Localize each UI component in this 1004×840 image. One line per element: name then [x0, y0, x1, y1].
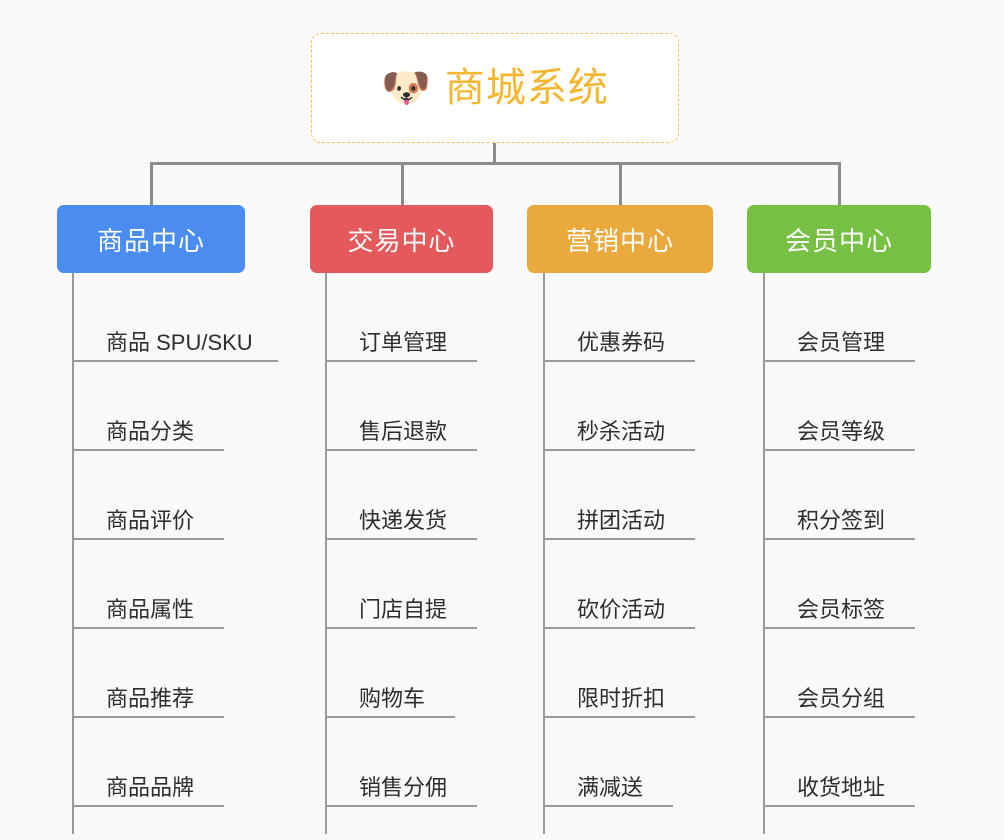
list-item[interactable]: 销售分佣 [325, 718, 477, 807]
list-item[interactable]: 会员分组 [763, 629, 915, 718]
list-item-label: 优惠券码 [577, 330, 666, 355]
list-item[interactable]: 收货地址 [763, 718, 915, 807]
shiba-dog-icon: 🐶 [381, 66, 431, 110]
list-item[interactable]: 秒杀活动 [543, 362, 695, 451]
list-item-label: 会员管理 [797, 330, 886, 355]
category-label: 会员中心 [784, 225, 893, 256]
category-label: 交易中心 [347, 225, 456, 256]
list-item-label: 销售分佣 [359, 775, 448, 800]
list-item-label: 满减送 [577, 775, 644, 800]
list-item-label: 限时折扣 [577, 686, 666, 711]
list-item-label: 售后退款 [359, 419, 448, 444]
category-box-marketing-center[interactable]: 营销中心 [527, 205, 713, 273]
category-box-member-center[interactable]: 会员中心 [747, 205, 931, 273]
connector-drop-1 [150, 162, 153, 205]
connector-drop-4 [838, 162, 841, 205]
list-item[interactable]: 订单管理 [325, 273, 477, 362]
column-spine [72, 273, 74, 834]
list-item-label: 商品分类 [106, 419, 195, 444]
list-item[interactable]: 商品推荐 [72, 629, 224, 718]
list-item-label: 商品属性 [106, 597, 195, 622]
list-item[interactable]: 快递发货 [325, 451, 477, 540]
list-item-label: 砍价活动 [577, 597, 666, 622]
column-spine [763, 273, 765, 834]
list-item[interactable]: 砍价活动 [543, 540, 695, 629]
list-item[interactable]: 会员管理 [763, 273, 915, 362]
connector-root-stem [493, 143, 496, 164]
root-node-title: 商城系统 [444, 66, 609, 110]
list-item-label: 会员标签 [797, 597, 886, 622]
list-item[interactable]: 商品属性 [72, 540, 224, 629]
category-label: 商品中心 [96, 225, 205, 256]
column-spine [543, 273, 545, 834]
list-item[interactable]: 售后退款 [325, 362, 477, 451]
list-item-label: 订单管理 [359, 330, 448, 355]
list-item-label: 商品 SPU/SKU [106, 330, 253, 355]
list-item[interactable]: 商品品牌 [72, 718, 224, 807]
list-item[interactable]: 商品评价 [72, 451, 224, 540]
list-item[interactable]: 商品分类 [72, 362, 224, 451]
list-item[interactable]: 门店自提 [325, 540, 477, 629]
list-item[interactable]: 商品 SPU/SKU [72, 273, 278, 362]
list-item[interactable]: 会员等级 [763, 362, 915, 451]
list-item-label: 购物车 [359, 686, 426, 711]
column-spine [325, 273, 327, 834]
list-item-label: 秒杀活动 [577, 419, 666, 444]
list-item-label: 商品推荐 [106, 686, 195, 711]
list-item-label: 门店自提 [359, 597, 448, 622]
category-label: 营销中心 [565, 225, 674, 256]
list-item[interactable]: 会员标签 [763, 540, 915, 629]
list-item[interactable]: 购物车 [325, 629, 455, 718]
category-box-product-center[interactable]: 商品中心 [57, 205, 245, 273]
list-item-label: 会员等级 [797, 419, 886, 444]
list-item[interactable]: 满减送 [543, 718, 673, 807]
list-item-label: 收货地址 [797, 775, 886, 800]
list-item[interactable]: 积分签到 [763, 451, 915, 540]
list-item-label: 积分签到 [797, 508, 886, 533]
connector-drop-3 [619, 162, 622, 205]
list-item-label: 快递发货 [359, 508, 448, 533]
root-node-shop-system[interactable]: 🐶 商城系统 [311, 33, 679, 143]
list-item[interactable]: 拼团活动 [543, 451, 695, 540]
list-item[interactable]: 优惠券码 [543, 273, 695, 362]
list-item-label: 商品评价 [106, 508, 195, 533]
list-item[interactable]: 限时折扣 [543, 629, 695, 718]
list-item-label: 商品品牌 [106, 775, 195, 800]
connector-drop-2 [401, 162, 404, 205]
list-item-label: 拼团活动 [577, 508, 666, 533]
category-box-trade-center[interactable]: 交易中心 [310, 205, 493, 273]
list-item-label: 会员分组 [797, 686, 886, 711]
connector-bus [150, 162, 840, 165]
